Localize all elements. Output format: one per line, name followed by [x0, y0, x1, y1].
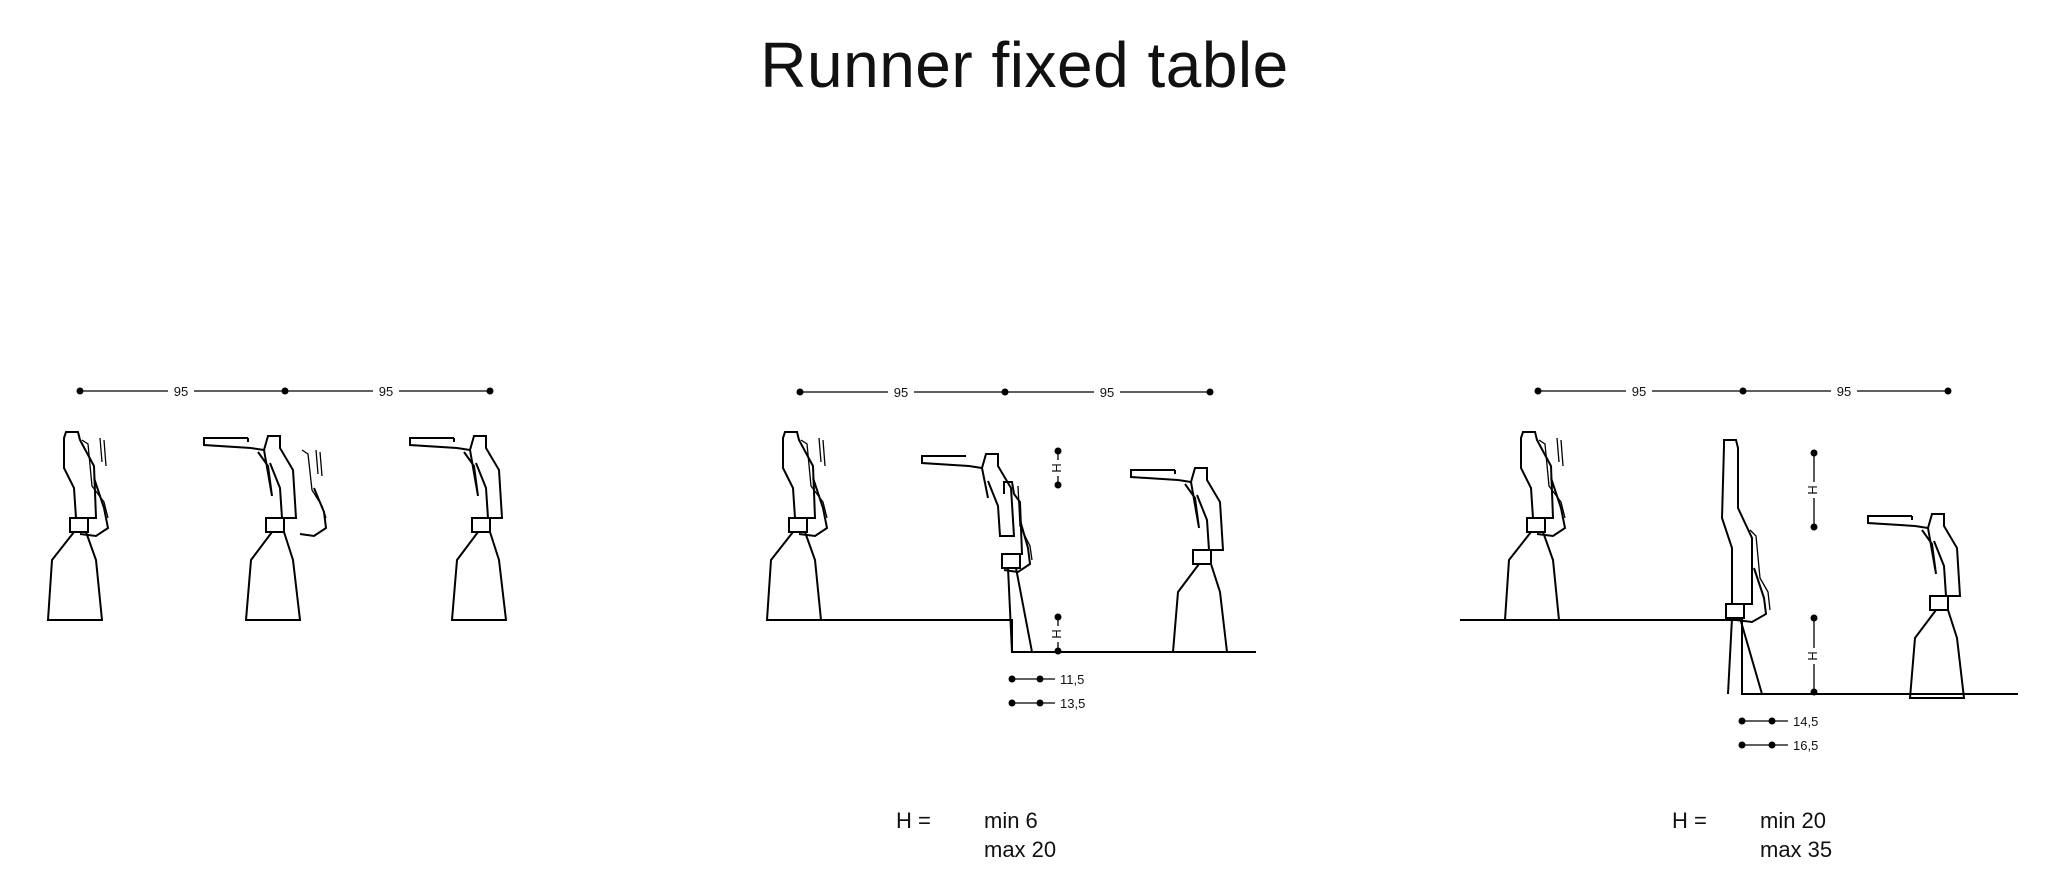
dim-label-a2: 95 — [379, 384, 393, 399]
legend-b-max: max 20 — [984, 837, 1056, 862]
legend-b-prefix: H = — [896, 808, 931, 833]
seat-c1 — [1504, 431, 1566, 621]
seat-b3 — [1130, 467, 1228, 653]
seat-a3 — [409, 435, 507, 621]
h-label-c-lower: H — [1805, 651, 1820, 660]
offset-b-b: 13,5 — [1060, 696, 1085, 711]
legend-c-max: max 35 — [1760, 837, 1832, 862]
dim-label-b1: 95 — [894, 385, 908, 400]
seat-b2-back — [1001, 481, 1033, 653]
dim-label-b2: 95 — [1100, 385, 1114, 400]
seat-a2 — [203, 435, 301, 621]
seat-a2-back — [299, 449, 328, 538]
seat-a1 — [47, 431, 109, 621]
dim-label-c1: 95 — [1632, 384, 1646, 399]
page-title: Runner fixed table — [760, 29, 1289, 101]
panel-a: 95 95 — [47, 383, 507, 621]
legend-c-min: min 20 — [1760, 808, 1826, 833]
legend-b-min: min 6 — [984, 808, 1038, 833]
legend-c-prefix: H = — [1672, 808, 1707, 833]
panel-b: 95 95 H H 11,5 — [766, 384, 1256, 862]
seat-b2 — [921, 453, 1016, 537]
dim-label-a1: 95 — [174, 384, 188, 399]
dim-label-c2: 95 — [1837, 384, 1851, 399]
offset-b-a: 11,5 — [1060, 672, 1084, 687]
seat-b1 — [766, 431, 828, 621]
h-label-b-lower: H — [1049, 629, 1064, 638]
offset-c-b: 16,5 — [1793, 738, 1818, 753]
panel-c: 95 95 H H 14,5 16,5 — [1460, 383, 2018, 862]
offset-c-a: 14,5 — [1793, 714, 1818, 729]
seat-c3 — [1867, 513, 1965, 699]
h-label-b-upper: H — [1049, 463, 1064, 472]
h-label-c-upper: H — [1805, 485, 1820, 494]
seat-c2 — [1720, 439, 1771, 695]
